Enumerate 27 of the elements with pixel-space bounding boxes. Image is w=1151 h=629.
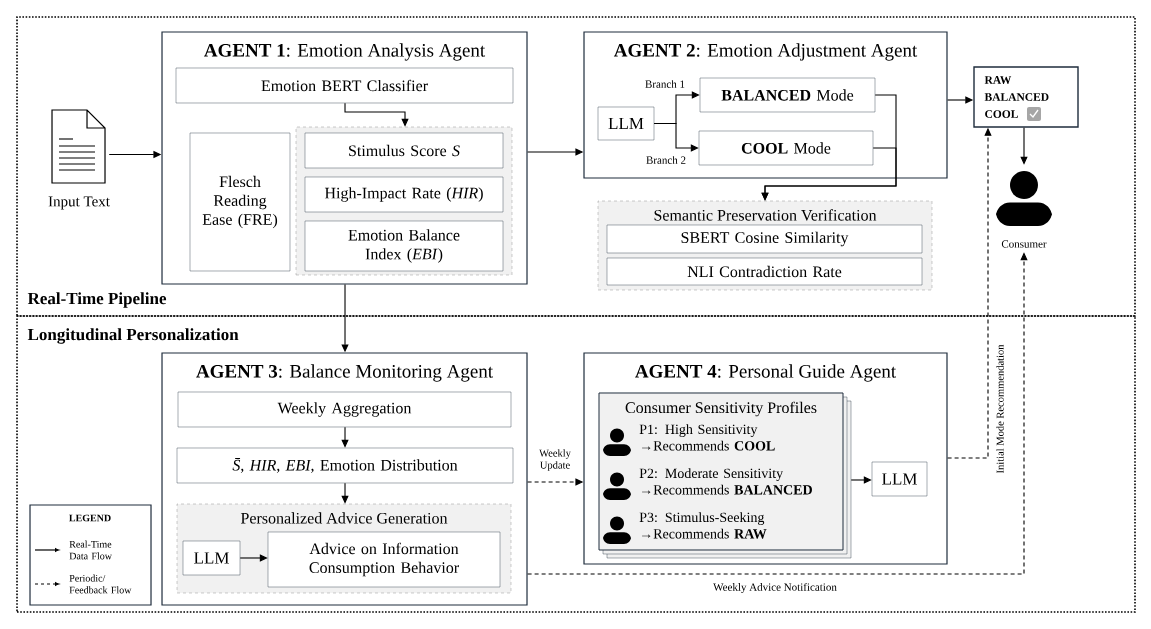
- node-label: Consumer: [1001, 240, 1047, 248]
- edge-label: Branch 2: [646, 156, 686, 164]
- consumer: Consumer: [996, 171, 1052, 248]
- process-box: Weekly Aggregation: [177, 391, 512, 428]
- input-text: Input Text: [48, 109, 110, 210]
- edge-label: Weekly Update: [539, 449, 571, 471]
- edge-label: Weekly Advice Notification: [713, 582, 837, 594]
- process-box: NLI Contradiction Rate: [606, 257, 923, 286]
- legend-text: Real-Time Data Flow: [69, 540, 112, 560]
- process-box: LLM: [597, 106, 655, 141]
- process-box: Advice on Information Consumption Behavior: [267, 531, 501, 588]
- process-box: LLM: [182, 540, 241, 576]
- mode-box: RAW BALANCED COOL: [973, 66, 1079, 128]
- process-box: BALANCED Mode: [699, 77, 876, 113]
- process-box: Emotion Balance Index (EBI): [304, 220, 504, 272]
- process-box: COOL Mode: [698, 130, 874, 166]
- legend-text: Periodic/ Feedback Flow: [69, 574, 132, 594]
- edge-label: Initial Mode Recommendation: [996, 344, 1004, 474]
- edge-label: Branch 1: [645, 80, 685, 88]
- profile-stack: Consumer Sensitivity Profiles P1: High Sensitivity →Recommends COOL P2: Moderate Sensitivity →Recommends BALANCED P3: Stimulus-Seeking →Recommends RAW: [598, 392, 852, 559]
- process-box: Flesch Reading Ease (FRE): [189, 132, 291, 272]
- process-box: Emotion BERT Classifier: [175, 67, 514, 104]
- process-box: S̄, HIR, EBI, Emotion Distribution: [176, 447, 514, 484]
- process-box: SBERT Cosine Similarity: [606, 224, 923, 254]
- process-box: Stimulus Score S: [304, 132, 504, 169]
- process-box: High-Impact Rate (HIR): [304, 176, 504, 213]
- process-box: LLM: [871, 461, 928, 497]
